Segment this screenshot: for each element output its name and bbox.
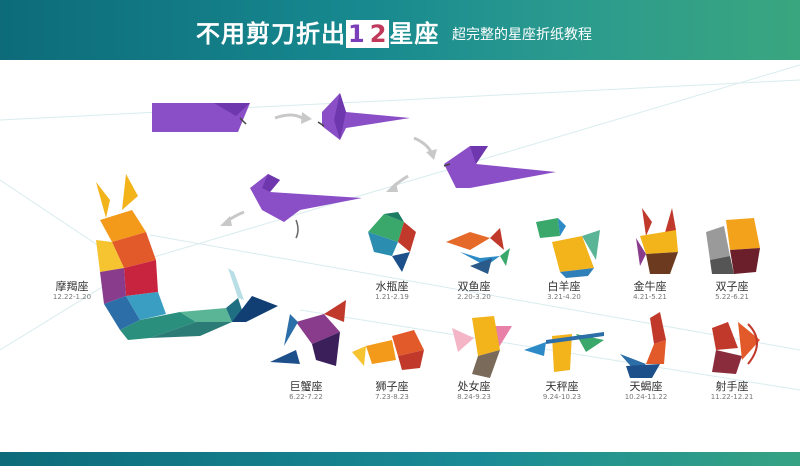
sign-label-leo: 狮子座 7.23-8.23 (364, 380, 420, 402)
aries-origami-figure (536, 218, 600, 278)
sign-date: 7.23-8.23 (375, 393, 409, 401)
gemini-origami-figure (706, 218, 760, 274)
sign-date: 5.22-6.21 (715, 293, 749, 301)
sign-label-aquarius: 水瓶座 1.21-2.19 (366, 280, 418, 302)
sign-name: 摩羯座 (55, 280, 89, 293)
sign-date: 10.24-11.22 (624, 393, 668, 401)
sign-label-sagittarius: 射手座 11.22-12.21 (700, 380, 764, 402)
folding-step-1 (152, 103, 250, 132)
sign-date: 4.21-5.21 (633, 293, 667, 301)
pisces-origami-figure (446, 228, 510, 274)
sign-label-scorpio: 天蝎座 10.24-11.22 (614, 380, 678, 402)
fold-arrow-4 (220, 210, 245, 226)
fold-arrow-2 (413, 136, 437, 160)
cancer-origami-figure (270, 300, 346, 366)
aquarius-origami-figure (368, 212, 416, 272)
sign-name: 双鱼座 (457, 280, 491, 293)
title-number-one: 1 (346, 20, 368, 48)
sign-name: 天蝎座 (629, 380, 663, 393)
capricorn-origami-figure (96, 174, 278, 340)
sign-label-aries: 白羊座 3.21-4.20 (536, 280, 592, 302)
sagittarius-origami-figure (712, 322, 760, 374)
virgo-origami-figure (452, 316, 512, 378)
sign-date: 11.22-12.21 (710, 393, 754, 401)
sign-date: 6.22-7.22 (289, 393, 323, 401)
sign-name: 射手座 (715, 380, 749, 393)
title-prefix: 不用剪刀折出 (196, 20, 346, 48)
fold-arrow-1 (274, 112, 312, 124)
title-suffix: 星座 (389, 20, 440, 48)
taurus-origami-figure (636, 208, 678, 274)
sign-label-cancer: 巨蟹座 6.22-7.22 (278, 380, 334, 402)
bottom-banner (0, 452, 800, 466)
sign-date: 1.21-2.19 (375, 293, 409, 301)
sign-name: 双子座 (715, 280, 749, 293)
sign-date: 2.20-3.20 (457, 293, 491, 301)
sign-label-taurus: 金牛座 4.21-5.21 (622, 280, 678, 302)
sign-name: 金牛座 (633, 280, 667, 293)
leo-origami-figure (352, 330, 424, 370)
sign-date: 9.24-10.23 (542, 393, 582, 401)
sign-label-pisces: 双鱼座 2.20-3.20 (446, 280, 502, 302)
page-subtitle: 超完整的星座折纸教程 (452, 27, 592, 43)
folding-step-2 (317, 93, 410, 140)
sign-label-virgo: 处女座 8.24-9.23 (446, 380, 502, 402)
origami-illustration (0, 64, 800, 391)
sign-date: 3.21-4.20 (547, 293, 581, 301)
sign-name: 水瓶座 (375, 280, 409, 293)
sign-date: 12.22-1.20 (52, 293, 92, 301)
sign-label-capricorn: 摩羯座 12.22-1.20 (44, 280, 100, 302)
scorpio-origami-figure (620, 312, 666, 378)
sign-name: 巨蟹座 (289, 380, 323, 393)
sign-name: 狮子座 (375, 380, 409, 393)
sign-label-gemini: 双子座 5.22-6.21 (704, 280, 760, 302)
libra-origami-figure (524, 332, 604, 372)
folding-step-4 (250, 174, 362, 239)
fold-arrow-3 (386, 174, 409, 192)
sign-name: 天秤座 (545, 380, 579, 393)
sign-name: 白羊座 (547, 280, 581, 293)
title-number-two: 2 (367, 20, 390, 48)
sign-name: 处女座 (457, 380, 491, 393)
sign-label-libra: 天秤座 9.24-10.23 (532, 380, 592, 402)
folding-step-3 (443, 146, 556, 188)
sign-date: 8.24-9.23 (457, 393, 491, 401)
